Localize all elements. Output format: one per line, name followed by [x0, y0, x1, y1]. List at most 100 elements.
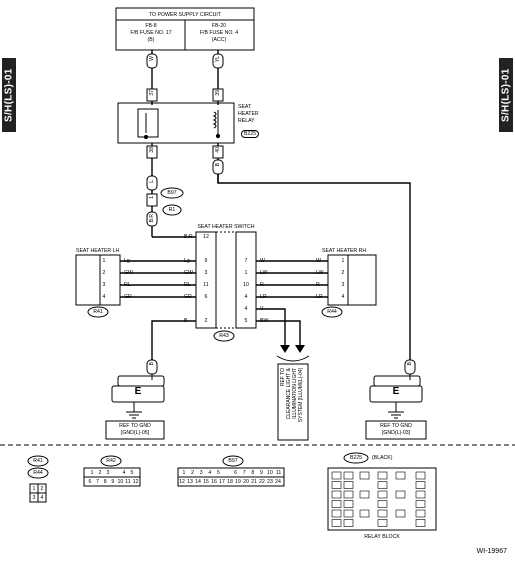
relay-block-cell: [343, 509, 354, 518]
switch-left-wire: GR: [184, 294, 192, 300]
seat-heater-relay-box: [117, 102, 235, 144]
conn-r41-pin1: 1: [32, 486, 36, 492]
heater-lh-pin: 1: [102, 258, 106, 264]
b97-conn-pin: 9: [259, 470, 263, 476]
relay-pin-37: 37: [149, 90, 155, 96]
relay-block-cell: [331, 500, 342, 508]
conn-r41-pin2: 2: [40, 486, 44, 492]
wire-label-yl: YL: [215, 56, 221, 63]
seat-heater-switch-left-block: [195, 231, 217, 329]
relay-block-cell: [415, 471, 426, 480]
relay-block-cell: [377, 481, 388, 489]
switch-right-wire: LR: [260, 294, 267, 300]
switch-left-wire: B:R: [184, 234, 193, 240]
r42-pin: 2: [98, 470, 102, 476]
b97-conn-pin: 22: [259, 479, 265, 485]
conn-b225-label: B225: [349, 455, 363, 461]
relay-block-cell: [343, 490, 354, 499]
power-supply-title: TO POWER SUPPLY CIRCUIT: [148, 12, 222, 18]
b97-conn-pin: 23: [267, 479, 273, 485]
switch-left-wire: B: [184, 318, 188, 324]
ground-left-ref-1: REF TO GND: [119, 423, 151, 429]
fuse-left-line1: FB-8: [145, 23, 157, 29]
switch-right-wire: V: [260, 306, 264, 312]
relay-block-cell: [343, 471, 354, 480]
ground-right-ref-2: [GND(L)-03]: [381, 430, 411, 436]
switch-right-pin: 1: [244, 270, 248, 276]
conn-r44-label: R44: [33, 470, 43, 476]
b97-conn-pin: 8: [251, 470, 255, 476]
b97-wire: B:R: [149, 214, 155, 223]
heater-rh-wire: W: [316, 258, 321, 264]
wire-label-w: W: [149, 56, 155, 61]
relay-block-cell: [359, 490, 370, 499]
switch-right-pin: 10: [243, 282, 249, 288]
relay-pin-39: 39: [215, 90, 221, 96]
relay-block-cell: [415, 519, 426, 527]
r42-pin: 11: [125, 479, 131, 485]
relay-block-cell: [415, 509, 426, 518]
wire-label-l: L: [149, 180, 155, 183]
b97-conn-pin: 17: [219, 479, 225, 485]
b97-conn-pin: 12: [179, 479, 185, 485]
relay-block-cell: [343, 519, 354, 527]
switch-right-wire: R: [260, 282, 264, 288]
conn-b225-color: (BLACK): [372, 455, 393, 461]
relay-block-cell: [331, 490, 342, 499]
clearance-ref-4: SYSTEM [ILLUMI(L)-04]: [298, 368, 304, 423]
relay-title-1: SEAT: [238, 104, 252, 110]
b97-conn-pin: 19: [235, 479, 241, 485]
ground-right-e: E: [392, 386, 400, 397]
conn-b97-label: B97: [228, 458, 238, 464]
relay-block-cell: [343, 481, 354, 489]
relay-code-b225: B225: [240, 130, 260, 138]
heater-lh-title: SEAT HEATER LH: [76, 248, 120, 254]
ground-right-wire: B: [407, 362, 413, 366]
b97-conn-pin: 1: [182, 470, 186, 476]
relay-block-label: RELAY BLOCK: [364, 534, 400, 540]
heater-rh-title: SEAT HEATER RH: [322, 248, 367, 254]
conn-r42-label: R42: [106, 458, 116, 464]
ground-left-ref-2: [GND(L)-05]: [120, 430, 150, 436]
b97-conn-pin: 4: [208, 470, 212, 476]
relay-block-cell: [377, 509, 388, 518]
b97-conn-pin: 11: [275, 470, 282, 476]
heater-lh-pin: 4: [102, 294, 106, 300]
r42-pin: 8: [103, 479, 107, 485]
heater-rh-wire: LW: [316, 270, 324, 276]
heater-lh-wire: Lg: [124, 258, 130, 264]
r42-pin: 4: [122, 470, 126, 476]
relay-block-cell: [359, 509, 370, 518]
b97-code: B97: [167, 190, 177, 196]
r42-pin: 9: [111, 479, 115, 485]
switch-right-wire: BW: [260, 318, 269, 324]
switch-right-wire: W: [260, 258, 265, 264]
r42-pin: 3: [106, 470, 110, 476]
heater-lh-code: R41: [93, 309, 103, 315]
r42-pin: 6: [88, 479, 92, 485]
relay-block-cell: [395, 490, 406, 499]
switch-right-wire: LW: [260, 270, 268, 276]
heater-lh-wire: GR: [124, 294, 132, 300]
conn-r41-pin4: 4: [40, 495, 44, 501]
relay-block-cell: [377, 519, 388, 527]
b97-pin: 1: [149, 196, 155, 199]
heater-rh-pin: 1: [341, 258, 345, 264]
switch-left-pin: 9: [204, 258, 208, 264]
switch-left-pin: 11: [203, 282, 209, 288]
switch-left-wire: RL: [184, 282, 191, 288]
heater-lh-wire: RL: [124, 282, 131, 288]
heater-lh-pin: 3: [102, 282, 106, 288]
switch-left-pin: 6: [204, 294, 208, 300]
heater-rh-pin: 4: [341, 294, 345, 300]
ground-right-ref-1: REF TO GND: [380, 423, 412, 429]
heater-rh-code: R44: [327, 309, 337, 315]
heater-rh-wire: LR: [316, 294, 323, 300]
relay-block-cell: [395, 509, 406, 518]
b97-conn-pin: 2: [191, 470, 195, 476]
b97-conn-pin: 24: [275, 479, 281, 485]
b97-conn-pin: 7: [242, 470, 246, 476]
relay-pin-38: 38: [149, 147, 155, 153]
heater-lh-pin: 2: [102, 270, 106, 276]
switch-right-pin: 5: [244, 318, 248, 324]
